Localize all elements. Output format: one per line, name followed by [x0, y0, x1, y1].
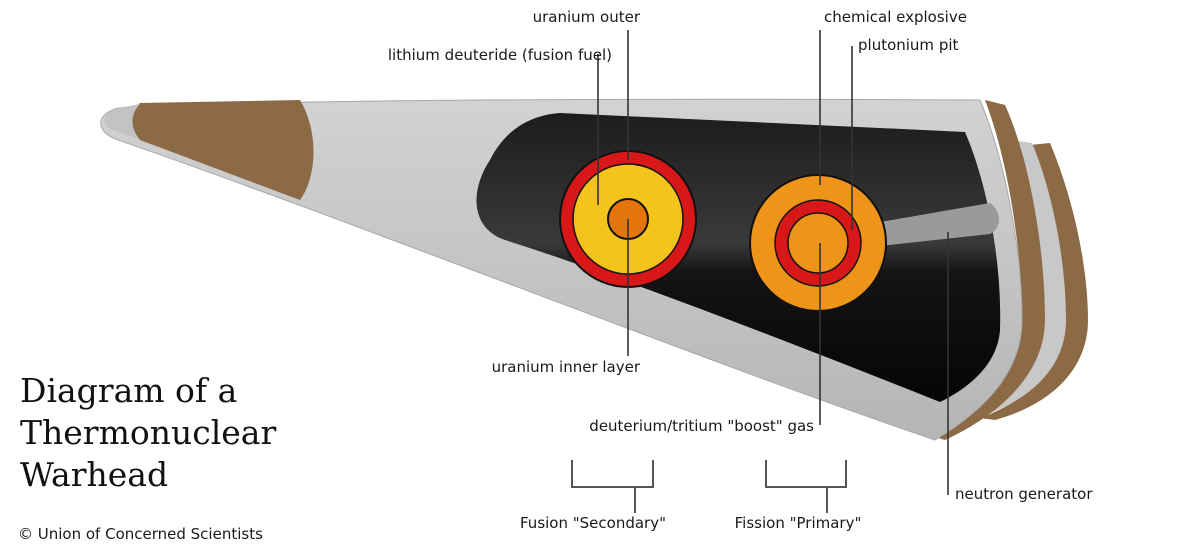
nose-cone: [131, 100, 314, 200]
neutron-generator: [880, 203, 999, 246]
label-fission-primary: Fission "Primary": [735, 514, 862, 532]
nose-tip: [104, 104, 140, 140]
label-fusion-secondary: Fusion "Secondary": [520, 514, 666, 532]
title-line-2: Thermonuclear: [20, 413, 276, 452]
primary-boost-gas: [787, 212, 849, 274]
label-lithium-deuteride: lithium deuteride (fusion fuel): [388, 46, 612, 64]
label-neutron-generator: neutron generator: [955, 485, 1093, 503]
bracket-primary: [765, 460, 847, 488]
title-line-3: Warhead: [20, 455, 168, 494]
title-line-1: Diagram of a: [20, 371, 237, 410]
label-uranium-inner-layer: uranium inner layer: [492, 358, 641, 376]
rear-ring-outer: [980, 143, 1088, 420]
credit-line: © Union of Concerned Scientists: [18, 525, 263, 543]
label-plutonium-pit: plutonium pit: [858, 36, 959, 54]
rear-ring-inner: [932, 100, 1045, 440]
label-boost-gas: deuterium/tritium "boost" gas: [589, 417, 814, 435]
bracket-secondary: [571, 460, 654, 488]
label-uranium-outer: uranium outer: [533, 8, 641, 26]
label-chemical-explosive: chemical explosive: [824, 8, 967, 26]
